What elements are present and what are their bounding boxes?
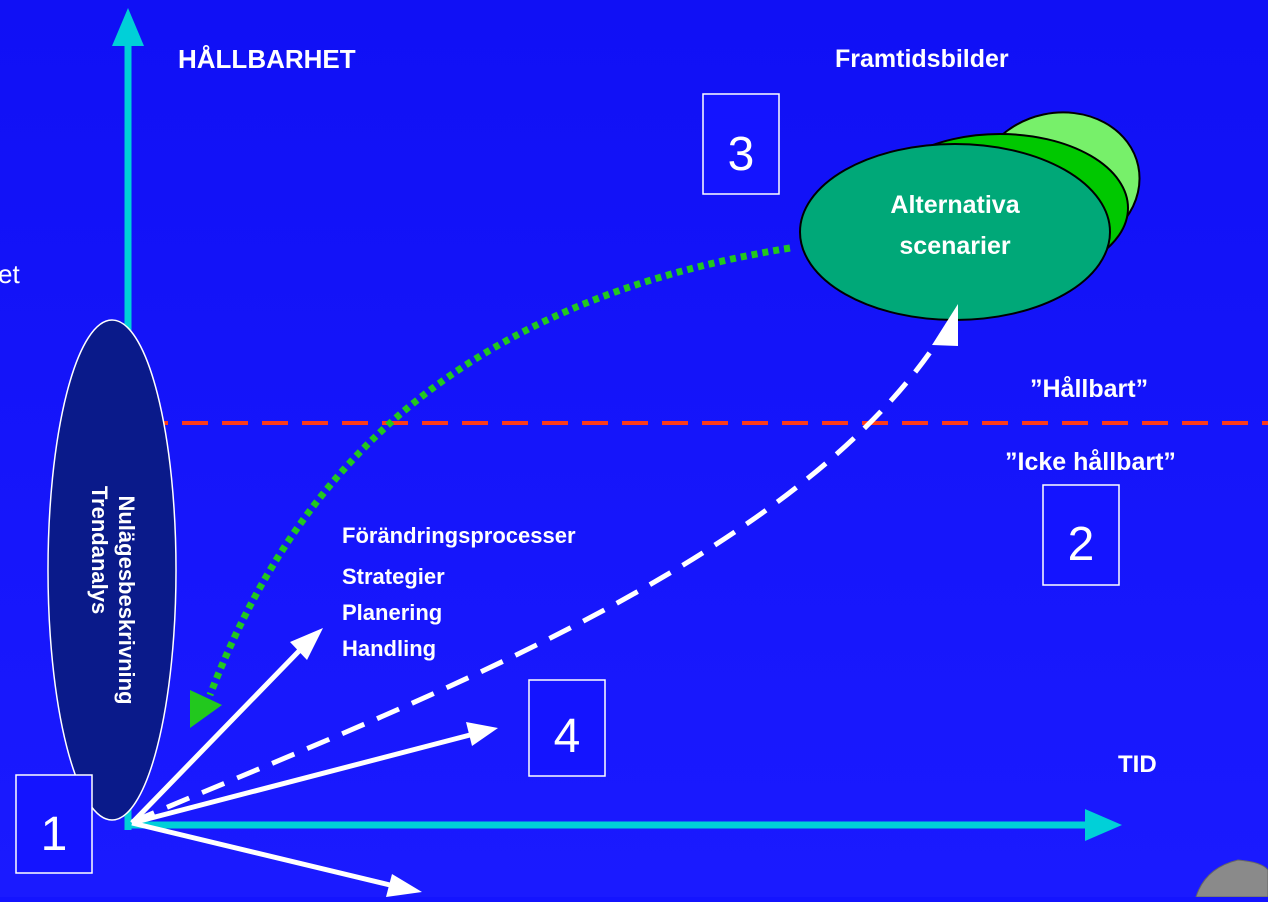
step-box-4: 4 — [528, 679, 606, 777]
current-state-line1: Nulägesbeskrivning — [114, 495, 139, 704]
scenario-label-line2: scenarier — [899, 232, 1010, 260]
step-box-2: 2 — [1042, 484, 1120, 586]
arrow-to-process — [130, 648, 302, 825]
current-state-group: Nulägesbeskrivning Trendanalys — [47, 319, 177, 821]
step-box-3: 3 — [702, 93, 780, 195]
step-box-2-number: 2 — [1068, 518, 1095, 571]
backcasting-arrowhead — [190, 690, 222, 728]
step-box-1: 1 — [15, 774, 93, 874]
current-state-ellipse — [47, 319, 177, 821]
y-axis-label: HÅLLBARHET — [178, 44, 356, 74]
process-item-3: Planering — [342, 600, 442, 625]
process-item-4: Handling — [342, 636, 436, 661]
unsustainable-label: ”Icke hållbart” — [1005, 448, 1176, 476]
forecast-arrowhead — [932, 304, 958, 346]
step-box-3-number: 3 — [728, 128, 755, 181]
future-images-label: Framtidsbilder — [835, 45, 1009, 73]
step-box-4-number: 4 — [554, 710, 581, 763]
rock-decoration — [1195, 859, 1268, 898]
x-axis-label: TID — [1118, 751, 1157, 778]
current-state-line2: Trendanalys — [87, 486, 112, 614]
backcasting-dotted-arc — [206, 244, 791, 697]
arrow-downward — [131, 820, 391, 888]
process-item-2: Strategier — [342, 564, 445, 589]
process-item-1: Förändringsprocesser — [342, 523, 576, 548]
edge-fragment-text: et — [0, 259, 20, 289]
y-axis-arrowhead — [112, 8, 144, 46]
scenario-stack: Alternativa scenarier — [799, 111, 1141, 321]
scenario-label-line1: Alternativa — [890, 191, 1020, 219]
arrow-to-step4 — [131, 732, 471, 826]
process-list: Förändringsprocesser Strategier Planerin… — [342, 523, 576, 661]
step-box-1-number: 1 — [41, 808, 68, 861]
sustainable-label: ”Hållbart” — [1030, 375, 1148, 403]
arrow-to-process-head — [290, 628, 323, 660]
arrow-to-step4-head — [466, 722, 498, 746]
x-axis-arrowhead — [1085, 809, 1122, 841]
arrow-downward-head — [386, 874, 422, 897]
forecast-dashed-curve — [131, 328, 948, 825]
